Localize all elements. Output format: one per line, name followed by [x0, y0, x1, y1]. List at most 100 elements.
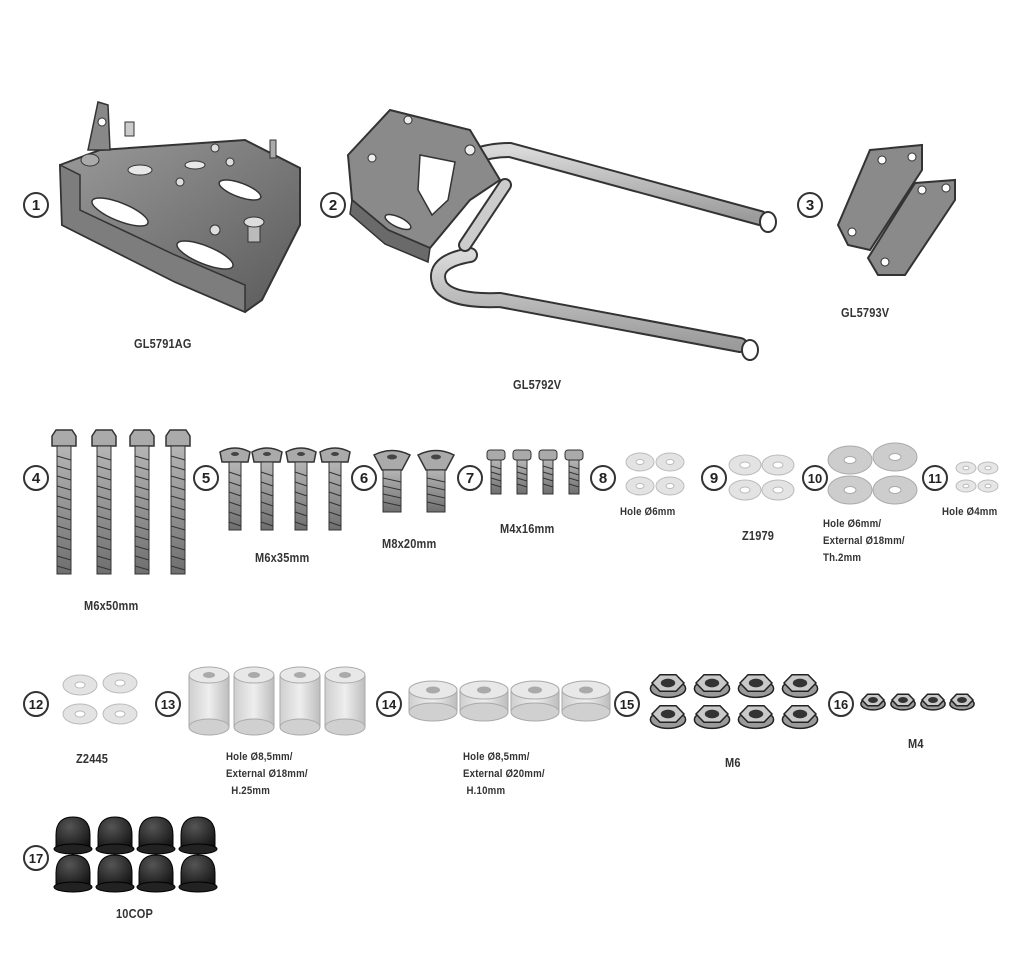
- svg-text:3: 3: [806, 197, 814, 214]
- svg-text:16: 16: [834, 697, 848, 712]
- svg-text:13: 13: [161, 697, 175, 712]
- svg-text:11: 11: [928, 471, 942, 486]
- caps-10cop-illustration: [53, 816, 218, 893]
- badge-17: 17: [23, 845, 49, 871]
- badge-16: 16: [828, 691, 854, 717]
- cap-bottom-4: [178, 854, 218, 893]
- nuts-m6-illustration: [649, 673, 819, 730]
- label-part-16: M4: [908, 737, 924, 751]
- badge-12: 12: [23, 691, 49, 717]
- badge-11: 11: [922, 465, 948, 491]
- nut-m6-top-4: [781, 673, 819, 699]
- svg-text:12: 12: [29, 697, 43, 712]
- svg-text:5: 5: [202, 470, 210, 487]
- svg-text:2: 2: [329, 197, 337, 214]
- badge-13: 13: [155, 691, 181, 717]
- badge-5: 5: [193, 465, 219, 491]
- badge-15: 15: [614, 691, 640, 717]
- svg-text:6: 6: [360, 470, 368, 487]
- badge-2: 2: [320, 192, 346, 218]
- nut-m6-top-1: [649, 673, 687, 699]
- badge-4: 4: [23, 465, 49, 491]
- cap-bottom-2: [95, 854, 135, 893]
- nut-m6-bottom-2: [693, 704, 731, 730]
- svg-text:17: 17: [29, 851, 43, 866]
- label-part-6: M8x20mm: [382, 537, 437, 551]
- rack-frame-illustration: [346, 108, 777, 361]
- nut-m6-bottom-1: [649, 704, 687, 730]
- brackets-illustration: [836, 143, 956, 276]
- nut-m6-bottom-3: [737, 704, 775, 730]
- nut-m4-4: [949, 693, 975, 711]
- washers-6mm-illustration: [625, 452, 685, 496]
- label-part-13-line-3: H.25mm: [231, 785, 270, 797]
- label-part-10: Hole Ø6mm/ External Ø18mm/ Th.2mm: [823, 516, 905, 567]
- svg-text:7: 7: [466, 470, 474, 487]
- label-part-4: M6x50mm: [84, 599, 139, 613]
- svg-text:1: 1: [32, 197, 40, 214]
- badge-3: 3: [797, 192, 823, 218]
- bolts-m8x20-illustration: [372, 449, 456, 513]
- label-part-14: Hole Ø8,5mm/ External Ø20mm/ H.10mm: [463, 749, 545, 800]
- label-part-12: Z2445: [76, 752, 109, 766]
- label-part-3: GL5793V: [841, 306, 890, 320]
- cap-top-1: [53, 816, 93, 855]
- label-part-14-line-1: Hole Ø8,5mm/: [463, 751, 530, 763]
- bolts-m6x35-illustration: [219, 447, 351, 531]
- nut-m4-2: [890, 693, 916, 711]
- nuts-m4-illustration: [860, 693, 975, 711]
- label-part-8: Hole Ø6mm: [620, 506, 676, 518]
- badge-14: 14: [376, 691, 402, 717]
- svg-text:4: 4: [32, 470, 41, 487]
- badge-9: 9: [701, 465, 727, 491]
- svg-text:8: 8: [599, 470, 607, 487]
- label-part-17: 10COP: [116, 907, 153, 921]
- spacers-short-illustration: [408, 680, 611, 722]
- label-part-13-line-2: External Ø18mm/: [226, 768, 308, 780]
- part-number-badges: 1 2 3 4 5 6 7 8 9 10 11 12 13 14 15 16 1…: [23, 192, 948, 871]
- label-part-9: Z1979: [742, 529, 775, 543]
- washers-large-illustration: [827, 442, 918, 505]
- label-part-15: M6: [725, 756, 741, 770]
- screws-m4x16-illustration: [486, 449, 584, 495]
- badge-7: 7: [457, 465, 483, 491]
- cap-bottom-3: [136, 854, 176, 893]
- washers-z1979-illustration: [728, 454, 795, 501]
- svg-text:15: 15: [620, 697, 634, 712]
- nut-m4-3: [920, 693, 946, 711]
- label-part-11: Hole Ø4mm: [942, 506, 998, 518]
- washers-z2445-illustration: [62, 672, 138, 725]
- label-part-10-line-2: External Ø18mm/: [823, 535, 905, 547]
- label-part-2: GL5792V: [513, 378, 562, 392]
- bolts-m6x50-illustration: [51, 429, 191, 575]
- cap-top-4: [178, 816, 218, 855]
- cap-top-3: [136, 816, 176, 855]
- badge-10: 10: [802, 465, 828, 491]
- washers-4mm-illustration: [955, 461, 999, 493]
- nut-m6-top-2: [693, 673, 731, 699]
- label-part-14-line-3: H.10mm: [466, 785, 506, 797]
- label-part-5: M6x35mm: [255, 551, 310, 565]
- label-part-14-line-2: External Ø20mm/: [463, 768, 545, 780]
- nut-m6-top-3: [737, 673, 775, 699]
- nut-m4-1: [860, 693, 886, 711]
- nut-m6-bottom-4: [781, 704, 819, 730]
- badge-8: 8: [590, 465, 616, 491]
- label-part-10-line-3: Th.2mm: [823, 552, 862, 564]
- label-part-13-line-1: Hole Ø8,5mm/: [226, 751, 293, 763]
- label-part-10-line-1: Hole Ø6mm/: [823, 518, 882, 530]
- svg-text:9: 9: [710, 470, 718, 487]
- svg-text:14: 14: [382, 697, 397, 712]
- rack-plate-illustration: [58, 101, 301, 314]
- label-part-1: GL5791AG: [134, 337, 192, 351]
- cap-top-2: [95, 816, 135, 855]
- label-part-7: M4x16mm: [500, 522, 555, 536]
- svg-text:10: 10: [808, 471, 822, 486]
- badge-6: 6: [351, 465, 377, 491]
- badge-1: 1: [23, 192, 49, 218]
- cap-bottom-1: [53, 854, 93, 893]
- spacers-tall-illustration: [188, 666, 366, 736]
- label-part-13: Hole Ø8,5mm/ External Ø18mm/ H.25mm: [226, 749, 308, 800]
